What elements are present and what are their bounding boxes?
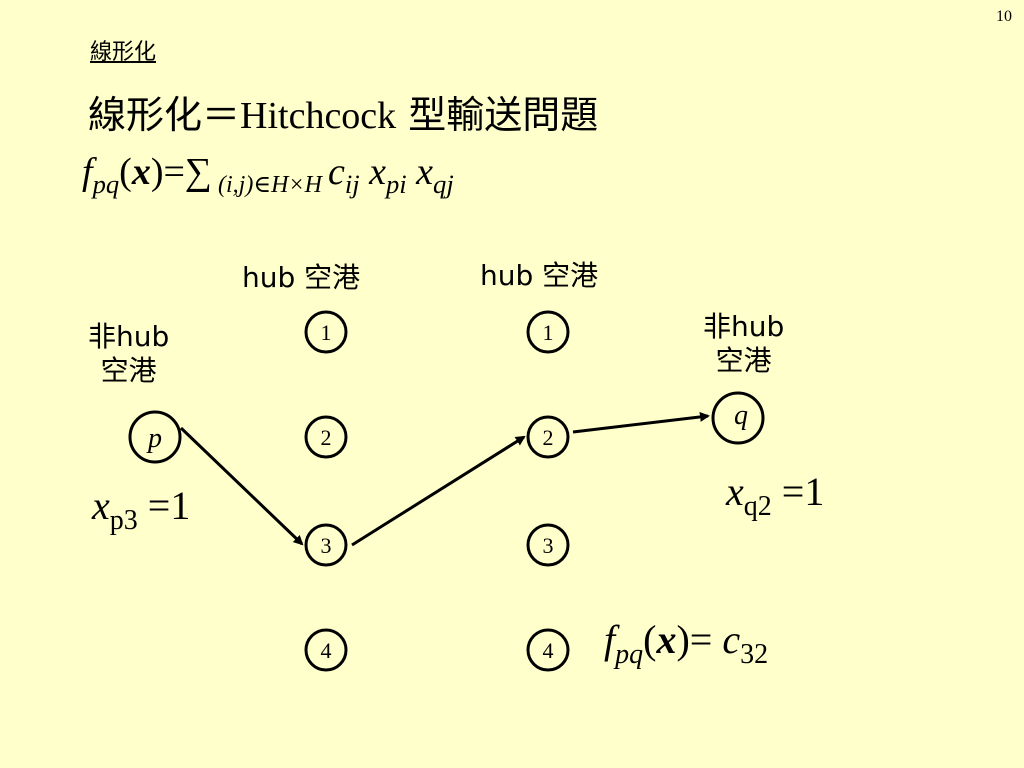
formula-x2: x <box>406 151 434 193</box>
node-left-1: 1 <box>304 310 348 354</box>
node-right-3-label: 3 <box>543 533 554 558</box>
node-right-3: 3 <box>526 523 570 567</box>
eq-left-rhs: =1 <box>137 483 191 528</box>
result-paren-close: )= <box>676 617 723 662</box>
result-f: f <box>604 617 616 662</box>
node-right-4: 4 <box>526 628 570 672</box>
node-left-1-label: 1 <box>321 320 332 345</box>
slide-title: 線形化＝Hitchcock 型輸送問題 <box>88 84 598 139</box>
equation-xq2: xq2 =1 <box>726 468 825 522</box>
node-right-2: 2 <box>526 415 570 459</box>
node-left-4: 4 <box>304 628 348 672</box>
arrow-2-to-q <box>572 411 710 434</box>
arrow-p-to-3 <box>179 426 304 546</box>
formula-c-sub: ij <box>344 169 360 200</box>
formula-x1: x <box>359 151 386 193</box>
nonhub-label-left: 非hub 空港 <box>88 320 169 388</box>
node-left-3-label: 3 <box>321 533 332 558</box>
nonhub-label-right: 非hub 空港 <box>703 310 784 378</box>
formula-sum: ∑ <box>184 151 212 193</box>
nonhub-left-line2: 空港 <box>100 354 157 387</box>
nonhub-left-line1: 非hub <box>88 320 170 353</box>
result-x: x <box>656 617 677 662</box>
title-jp-suffix: 型輸送問題 <box>396 93 599 137</box>
formula-paren-open: ( <box>119 151 132 193</box>
formula-x2-sub: qj <box>433 169 454 200</box>
node-right-4-label: 4 <box>543 638 554 663</box>
page-number: 10 <box>996 8 1012 25</box>
node-left-4-label: 4 <box>321 638 332 663</box>
formula-x1-sub: pi <box>385 169 407 200</box>
formula-f: f <box>82 151 93 193</box>
objective-formula: fpq(x)=∑ (i,j)∈H×H cij xpi xqj <box>82 150 454 199</box>
node-left-3: 3 <box>304 523 348 567</box>
title-jp-prefix: 線形化＝ <box>88 93 241 137</box>
node-left-2: 2 <box>304 415 348 459</box>
node-left-2-label: 2 <box>321 425 332 450</box>
node-destination-q-label: q <box>734 400 748 431</box>
eq-right-x: x <box>726 469 744 514</box>
result-f-sub: pq <box>615 638 644 670</box>
eq-right-rhs: =1 <box>771 469 825 514</box>
title-latin: Hitchcock <box>240 95 397 137</box>
node-right-2-label: 2 <box>543 425 554 450</box>
node-origin-p: p <box>128 410 182 464</box>
eq-left-sub: p3 <box>109 504 138 536</box>
result-formula: fpq(x)= c32 <box>604 616 768 670</box>
result-c-sub: 32 <box>740 638 769 670</box>
result-paren-open: ( <box>643 617 657 662</box>
formula-c: c <box>327 151 345 193</box>
node-right-1-label: 1 <box>543 320 554 345</box>
equation-xp3: xp3 =1 <box>92 482 191 536</box>
hub-label-right: hub 空港 <box>480 259 599 292</box>
result-c: c <box>722 617 741 662</box>
node-origin-p-label: p <box>146 423 162 454</box>
eq-left-x: x <box>92 483 110 528</box>
eq-right-sub: q2 <box>743 490 772 522</box>
formula-paren-close: )= <box>150 151 185 193</box>
section-title: 線形化 <box>90 40 157 65</box>
node-right-1: 1 <box>526 310 570 354</box>
arrow-3-to-2 <box>351 435 526 547</box>
formula-x: x <box>131 151 151 193</box>
nonhub-right-line1: 非hub <box>703 310 785 343</box>
nonhub-right-line2: 空港 <box>715 344 772 377</box>
hub-label-left: hub 空港 <box>242 261 361 294</box>
formula-sum-sub: (i,j)∈H×H <box>212 172 328 199</box>
formula-f-sub: pq <box>92 169 120 200</box>
node-destination-q: q <box>711 391 765 445</box>
